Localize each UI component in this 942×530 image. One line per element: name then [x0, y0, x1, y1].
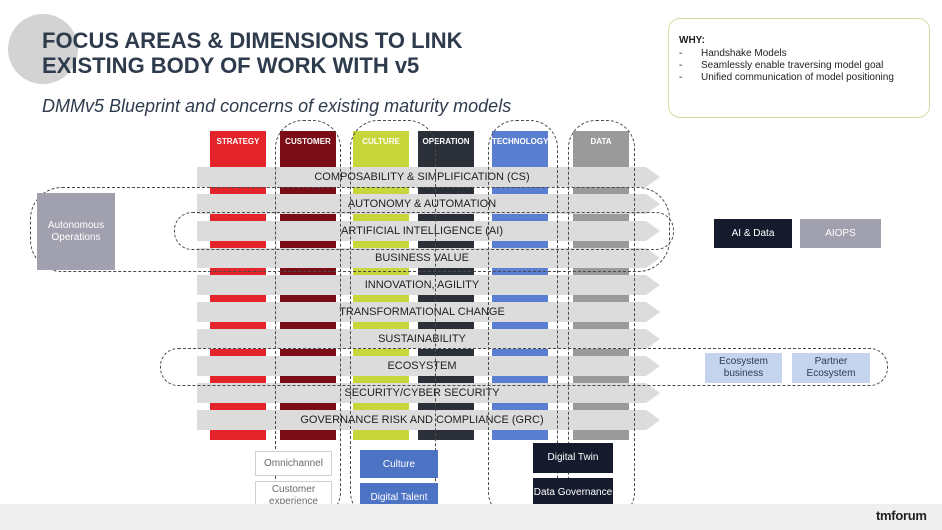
row-label-innovation: INNOVATION, AGILITY	[364, 279, 480, 291]
row-arrow	[197, 248, 660, 268]
column-label: TECHNOLOGY	[492, 137, 548, 146]
autonomous-operations-box: Autonomous Operations	[37, 193, 115, 270]
column-label: CUSTOMER	[285, 137, 331, 146]
ecosystem-business-box: Ecosystem business	[705, 353, 782, 383]
data-governance-box: Data Governance	[533, 478, 613, 508]
row-arrow	[197, 221, 660, 241]
tmforum-logo: tmforum	[876, 508, 927, 523]
culture-box: Culture	[360, 450, 438, 478]
why-item: -Handshake Models	[679, 48, 787, 59]
why-box: WHY: -Handshake Models -Seamlessly enabl…	[668, 18, 930, 118]
why-item-text: Handshake Models	[701, 48, 787, 59]
digital-twin-box: Digital Twin	[533, 443, 613, 473]
ai-data-box: AI & Data	[714, 219, 792, 248]
row-label-security: SECURITY/CYBER SECURITY	[344, 387, 500, 399]
ecosystem-row-outline	[160, 348, 888, 386]
page-subtitle: DMMv5 Blueprint and concerns of existing…	[42, 96, 512, 116]
decorative-circle	[8, 14, 78, 84]
row-label-transformational: TRANSFORMATIONAL CHANGE	[339, 306, 505, 318]
why-item-text: Seamlessly enable traversing model goal	[701, 60, 884, 71]
why-item: -Unified communication of model position…	[679, 72, 894, 83]
row-label-ecosystem: ECOSYSTEM	[387, 360, 457, 372]
row-arrow	[197, 383, 660, 403]
row-arrow	[197, 356, 660, 376]
row-arrow	[197, 275, 660, 295]
page-title: FOCUS AREAS & DIMENSIONS TO LINK EXISTIN…	[42, 28, 602, 78]
row-arrow	[197, 194, 660, 214]
column-label: OPERATION	[422, 137, 470, 146]
row-label-sustainability: SUSTAINABILITY	[378, 333, 466, 345]
omnichannel-box: Omnichannel	[255, 451, 332, 476]
row-label-grc: GOVERNANCE RISK AND COMPLIANCE (GRC)	[300, 414, 544, 426]
column-label: STRATEGY	[216, 137, 260, 146]
title-line-1: FOCUS AREAS & DIMENSIONS TO LINK	[42, 28, 463, 53]
footer-bar	[0, 504, 942, 530]
row-label-ai: ARTIFICIAL INTELLIGENCE (AI)	[341, 225, 503, 237]
row-arrow	[197, 329, 660, 349]
column-label: CULTURE	[362, 137, 400, 146]
row-arrow	[197, 167, 660, 187]
aiops-box: AIOPS	[800, 219, 881, 248]
row-arrow	[197, 410, 660, 430]
title-line-2: EXISTING BODY OF WORK WITH v5	[42, 53, 420, 78]
column-label: DATA	[590, 137, 612, 146]
row-arrow	[197, 302, 660, 322]
why-item-text: Unified communication of model positioni…	[701, 72, 894, 83]
partner-ecosystem-box: Partner Ecosystem	[792, 353, 870, 383]
ai-row-outline	[174, 212, 674, 250]
why-item: -Seamlessly enable traversing model goal	[679, 60, 884, 71]
why-title: WHY:	[679, 35, 705, 46]
row-label-business-value: BUSINESS VALUE	[375, 252, 469, 264]
row-label-autonomy: AUTONOMY & AUTOMATION	[347, 198, 497, 210]
row-label-composability: COMPOSABILITY & SIMPLIFICATION (CS)	[314, 171, 530, 183]
